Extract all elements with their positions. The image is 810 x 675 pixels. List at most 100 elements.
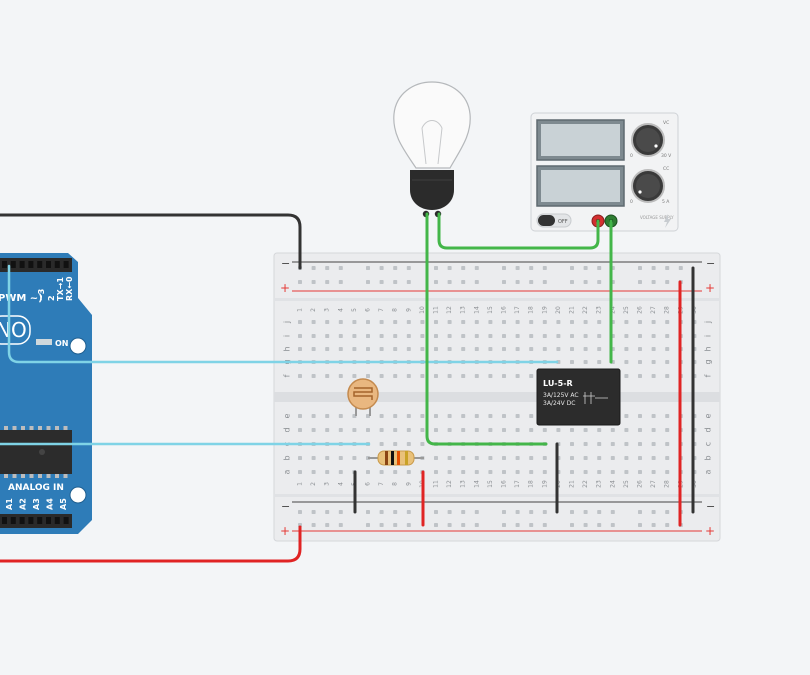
rail-hole[interactable]	[338, 280, 343, 284]
breadboard-hole[interactable]	[570, 320, 574, 324]
breadboard-hole[interactable]	[393, 414, 398, 418]
breadboard-hole[interactable]	[651, 470, 656, 474]
breadboard-hole[interactable]	[488, 374, 493, 378]
breadboard-hole[interactable]	[311, 347, 316, 351]
power-supply[interactable]: VC 30 V 0 CC 5 A 0 OFF VOLTAGE SUPPLY	[530, 112, 679, 232]
breadboard-hole[interactable]	[447, 374, 452, 378]
rail-hole[interactable]	[638, 510, 642, 514]
rail-hole[interactable]	[447, 280, 452, 284]
rail-hole[interactable]	[447, 266, 452, 270]
rail-hole[interactable]	[461, 510, 466, 514]
breadboard-hole[interactable]	[325, 347, 330, 351]
breadboard-hole[interactable]	[461, 456, 466, 460]
breadboard-hole[interactable]	[638, 442, 642, 446]
breadboard-hole[interactable]	[311, 470, 316, 474]
breadboard-hole[interactable]	[583, 334, 588, 338]
rail-hole[interactable]	[379, 266, 384, 270]
breadboard-hole[interactable]	[583, 347, 588, 351]
breadboard-hole[interactable]	[502, 347, 506, 351]
rail-hole[interactable]	[583, 266, 588, 270]
rail-hole[interactable]	[597, 510, 602, 514]
breadboard-hole[interactable]	[298, 334, 302, 338]
breadboard-hole[interactable]	[325, 374, 330, 378]
rail-hole[interactable]	[338, 510, 343, 514]
breadboard-hole[interactable]	[434, 414, 438, 418]
breadboard-hole[interactable]	[352, 374, 357, 378]
breadboard-hole[interactable]	[515, 334, 520, 338]
breadboard-hole[interactable]	[311, 456, 316, 460]
breadboard-hole[interactable]	[610, 456, 615, 460]
rail-hole[interactable]	[597, 523, 602, 527]
breadboard-hole[interactable]	[406, 470, 411, 474]
breadboard-hole[interactable]	[542, 347, 547, 351]
breadboard-hole[interactable]	[624, 360, 629, 364]
rail-hole[interactable]	[651, 523, 656, 527]
breadboard-hole[interactable]	[311, 414, 316, 418]
breadboard-hole[interactable]	[420, 442, 425, 446]
breadboard-hole[interactable]	[474, 334, 479, 338]
breadboard-hole[interactable]	[570, 360, 574, 364]
rail-hole[interactable]	[461, 266, 466, 270]
arduino-board[interactable]: PWM ~) ~3 2 TX→1 RX←0 NO ON ANALOG IN A1…	[0, 253, 92, 534]
breadboard-hole[interactable]	[325, 456, 330, 460]
rail-hole[interactable]	[570, 523, 574, 527]
breadboard-hole[interactable]	[624, 470, 629, 474]
breadboard-hole[interactable]	[393, 470, 398, 474]
breadboard-hole[interactable]	[529, 428, 534, 432]
breadboard-hole[interactable]	[393, 347, 398, 351]
breadboard-hole[interactable]	[583, 470, 588, 474]
breadboard-hole[interactable]	[379, 374, 384, 378]
breadboard-hole[interactable]	[338, 470, 343, 474]
rail-hole[interactable]	[461, 523, 466, 527]
breadboard-hole[interactable]	[420, 414, 425, 418]
rail-hole[interactable]	[610, 523, 615, 527]
breadboard-hole[interactable]	[597, 347, 602, 351]
breadboard-hole[interactable]	[502, 428, 506, 432]
breadboard-hole[interactable]	[461, 414, 466, 418]
breadboard-hole[interactable]	[447, 470, 452, 474]
breadboard-hole[interactable]	[529, 320, 534, 324]
breadboard-hole[interactable]	[298, 374, 302, 378]
rail-hole[interactable]	[393, 266, 398, 270]
breadboard-hole[interactable]	[488, 320, 493, 324]
breadboard-hole[interactable]	[379, 320, 384, 324]
breadboard-hole[interactable]	[488, 456, 493, 460]
rail-hole[interactable]	[542, 266, 547, 270]
breadboard-hole[interactable]	[311, 334, 316, 338]
breadboard-hole[interactable]	[474, 320, 479, 324]
rail-hole[interactable]	[529, 266, 534, 270]
rail-hole[interactable]	[570, 280, 574, 284]
rail-hole[interactable]	[434, 510, 438, 514]
breadboard-hole[interactable]	[583, 428, 588, 432]
breadboard-hole[interactable]	[502, 456, 506, 460]
rail-hole[interactable]	[502, 266, 506, 270]
rail-hole[interactable]	[311, 280, 316, 284]
breadboard-hole[interactable]	[542, 320, 547, 324]
breadboard-hole[interactable]	[638, 334, 642, 338]
breadboard-hole[interactable]	[638, 320, 642, 324]
breadboard-hole[interactable]	[406, 428, 411, 432]
breadboard-hole[interactable]	[638, 374, 642, 378]
breadboard-hole[interactable]	[393, 442, 398, 446]
breadboard-hole[interactable]	[583, 442, 588, 446]
breadboard-hole[interactable]	[529, 347, 534, 351]
rail-hole[interactable]	[338, 523, 343, 527]
breadboard-hole[interactable]	[583, 320, 588, 324]
breadboard-hole[interactable]	[570, 334, 574, 338]
breadboard-hole[interactable]	[298, 347, 302, 351]
breadboard-hole[interactable]	[338, 414, 343, 418]
breadboard-hole[interactable]	[338, 347, 343, 351]
rail-hole[interactable]	[665, 523, 670, 527]
rail-hole[interactable]	[515, 266, 520, 270]
breadboard-hole[interactable]	[624, 334, 629, 338]
breadboard-hole[interactable]	[393, 320, 398, 324]
breadboard-hole[interactable]	[393, 428, 398, 432]
rail-hole[interactable]	[298, 510, 302, 514]
breadboard-hole[interactable]	[529, 334, 534, 338]
rail-hole[interactable]	[515, 523, 520, 527]
wire-red-5v[interactable]	[0, 525, 302, 563]
breadboard-hole[interactable]	[447, 334, 452, 338]
breadboard-hole[interactable]	[651, 347, 656, 351]
breadboard-hole[interactable]	[665, 320, 670, 324]
breadboard-hole[interactable]	[665, 414, 670, 418]
